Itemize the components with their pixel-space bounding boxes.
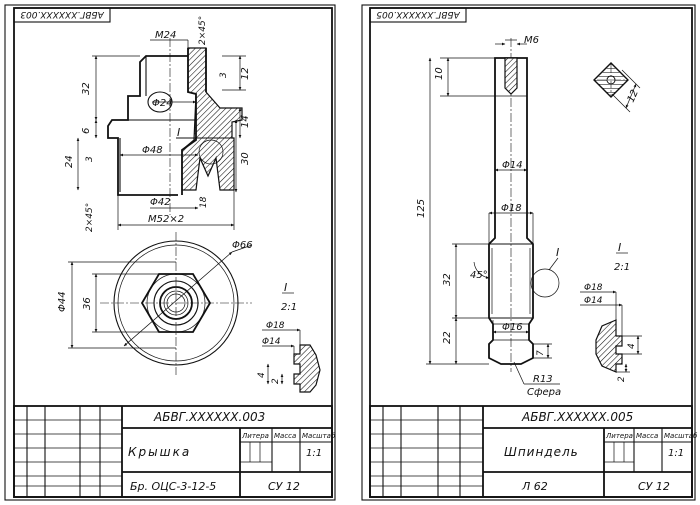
dim-r13: R13 [533, 374, 553, 385]
dim-14: 14 [240, 115, 251, 128]
dim-36: 36 [82, 297, 93, 310]
title-organization: СУ 12 [638, 480, 670, 493]
title-col-mass: Масса [636, 432, 658, 440]
detail-label: I [284, 281, 287, 294]
detail-callout-label: I [556, 246, 559, 259]
detail-phi14: Φ14 [584, 296, 603, 306]
title-designation: АБВГ.XXXXXX.003 [153, 410, 265, 424]
title-designation: АБВГ.XXXXXX.005 [521, 410, 633, 424]
dim-phi44: Φ44 [57, 291, 68, 312]
detail-callout-circle [530, 268, 560, 298]
detail-callout-label: I [177, 126, 180, 139]
cover-section-cut [181, 47, 243, 191]
dim-125: 125 [416, 199, 427, 218]
sheet-spindle: АБВГ.XXXXXX.005 I M6 10 [361, 4, 698, 501]
cover-detail-view: I 2:1 Φ18 Φ14 4 2 [257, 281, 321, 393]
spindle-main-view: I M6 10 125 Φ14 Φ18 32 45° [416, 35, 561, 398]
dim-m24: M24 [155, 30, 176, 41]
sheet-cover: АБВГ.XXXXXX.003 I M24 2×45° 12 3 [4, 4, 336, 501]
title-material: Бр. ОЦС-3-12-5 [130, 480, 216, 493]
spindle-title-block: АБВГ.XXXXXX.005 Шпиндель Литера Масса Ма… [369, 405, 698, 498]
dim-7: 7 [536, 350, 546, 356]
title-col-mass: Масса [274, 432, 296, 440]
title-part-name: Шпиндель [504, 445, 579, 459]
detail-label: I [618, 241, 621, 254]
dim-chamfer-bottom: 2×45° [85, 203, 95, 232]
top-stamp-text: АБВГ.XXXXXX.005 [376, 9, 461, 19]
title-scale: 1:1 [668, 448, 684, 459]
title-col-litera: Литера [241, 432, 269, 440]
detail-2: 2 [617, 376, 627, 382]
dim-3-top: 3 [219, 72, 229, 78]
title-col-scale: Масштаб [302, 432, 336, 440]
dim-chamfer-top: 2×45° [198, 16, 208, 45]
top-stamp: АБВГ.XXXXXX.003 [13, 7, 111, 23]
dim-10: 10 [434, 67, 445, 80]
dim-12: 12 [240, 67, 251, 80]
detail-4: 4 [257, 372, 267, 378]
title-part-name: Крышка [128, 445, 191, 459]
sheet-frame [361, 4, 696, 501]
detail-scale: 2:1 [281, 302, 297, 313]
dim-24: 24 [64, 155, 75, 168]
sheet-frame [4, 4, 336, 501]
spindle-square-section: 12 [593, 62, 641, 113]
dim-12: 12 [626, 88, 641, 104]
detail-phi18: Φ18 [584, 283, 603, 293]
cover-section-view: I M24 2×45° 12 3 14 30 32 Φ24 6 Φ48 [64, 16, 251, 232]
dim-32: 32 [442, 273, 453, 286]
dim-phi18: Φ18 [501, 203, 522, 214]
cover-top-view: Φ66 Φ44 36 [57, 232, 253, 375]
dim-phi16: Φ16 [502, 322, 523, 333]
detail-4: 4 [627, 343, 637, 349]
detail-scale: 2:1 [614, 262, 630, 273]
detail-phi14: Φ14 [262, 337, 281, 347]
dim-phi66: Φ66 [232, 240, 253, 251]
detail-callout-circle [198, 139, 224, 165]
title-organization: СУ 12 [268, 480, 300, 493]
top-stamp: АБВГ.XXXXXX.005 [369, 7, 467, 23]
dim-phi14: Φ14 [502, 160, 523, 171]
title-col-litera: Литера [605, 432, 633, 440]
dim-m6: M6 [524, 35, 539, 46]
top-stamp-text: АБВГ.XXXXXX.003 [20, 9, 105, 19]
detail-2: 2 [271, 378, 281, 384]
dim-phi42: Φ42 [150, 197, 171, 208]
dim-18: 18 [199, 196, 209, 208]
dim-angle45: 45° [470, 270, 488, 281]
title-col-scale: Масштаб [664, 432, 698, 440]
dim-6: 6 [81, 128, 92, 134]
spindle-thread-cut [504, 57, 518, 95]
title-scale: 1:1 [306, 448, 322, 459]
dim-3-bottom: 3 [85, 156, 95, 162]
title-material: Л 62 [521, 480, 548, 493]
dim-32: 32 [81, 82, 92, 95]
detail-phi18: Φ18 [266, 321, 285, 331]
dim-30: 30 [240, 152, 251, 165]
dim-phi48: Φ48 [142, 145, 163, 156]
dim-22: 22 [442, 331, 453, 344]
cover-title-block: АБВГ.XXXXXX.003 Крышка Литера Масса Масш… [13, 405, 336, 498]
dim-m52: M52×2 [148, 214, 184, 225]
dim-phi24: Φ24 [152, 98, 173, 109]
spindle-detail-view: I 2:1 Φ18 Φ14 4 2 [580, 241, 642, 382]
dim-sphere: Сфера [527, 387, 561, 398]
